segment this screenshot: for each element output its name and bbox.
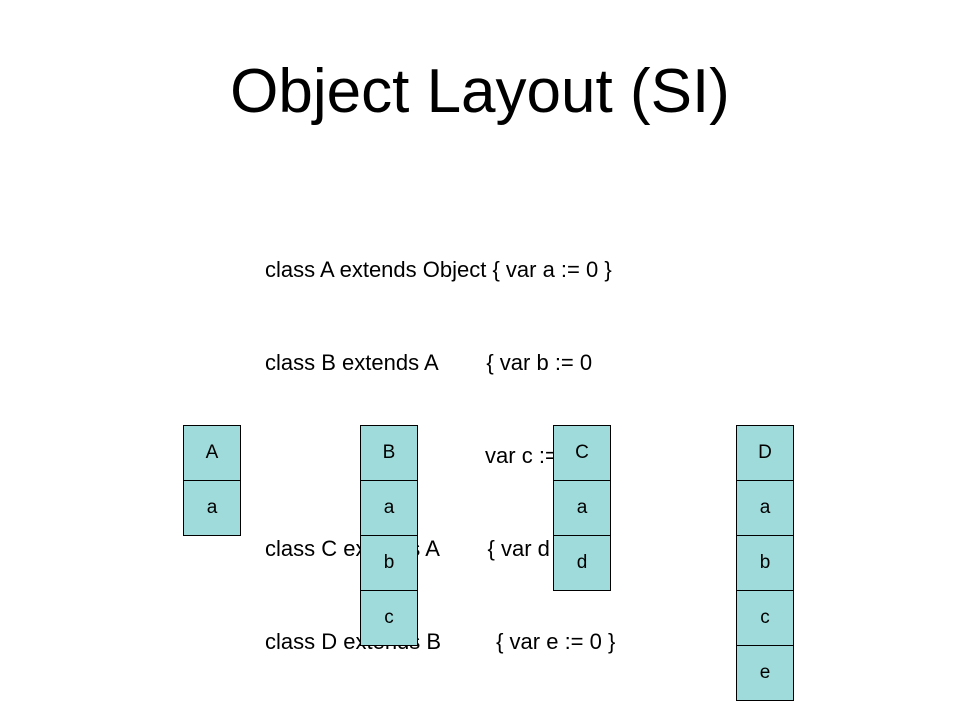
code-line-class-b: class B extends A { var b := 0 <box>265 350 593 375</box>
slide-title: Object Layout (SI) <box>230 57 730 126</box>
layout-header-a: A <box>183 425 241 481</box>
code-line-class-a: class A extends Object { var a := 0 } <box>265 257 612 282</box>
layout-column-a: A a <box>183 425 241 536</box>
code-line-class-d: class D extends B { var e := 0 } <box>265 629 616 654</box>
layout-field-d-e: e <box>736 645 794 701</box>
layout-field-d-a: a <box>736 480 794 536</box>
layout-header-d: D <box>736 425 794 481</box>
layout-header-b: B <box>360 425 418 481</box>
layout-column-d: D a b c e <box>736 425 794 701</box>
layout-field-a-a: a <box>183 480 241 536</box>
layout-field-d-c: c <box>736 590 794 646</box>
layout-field-b-b: b <box>360 535 418 591</box>
layout-field-d-b: b <box>736 535 794 591</box>
layout-header-c: C <box>553 425 611 481</box>
layout-field-b-a: a <box>360 480 418 536</box>
layout-column-b: B a b c <box>360 425 418 646</box>
layout-field-c-a: a <box>553 480 611 536</box>
layout-column-c: C a d <box>553 425 611 591</box>
layout-field-b-c: c <box>360 590 418 646</box>
layout-field-c-d: d <box>553 535 611 591</box>
